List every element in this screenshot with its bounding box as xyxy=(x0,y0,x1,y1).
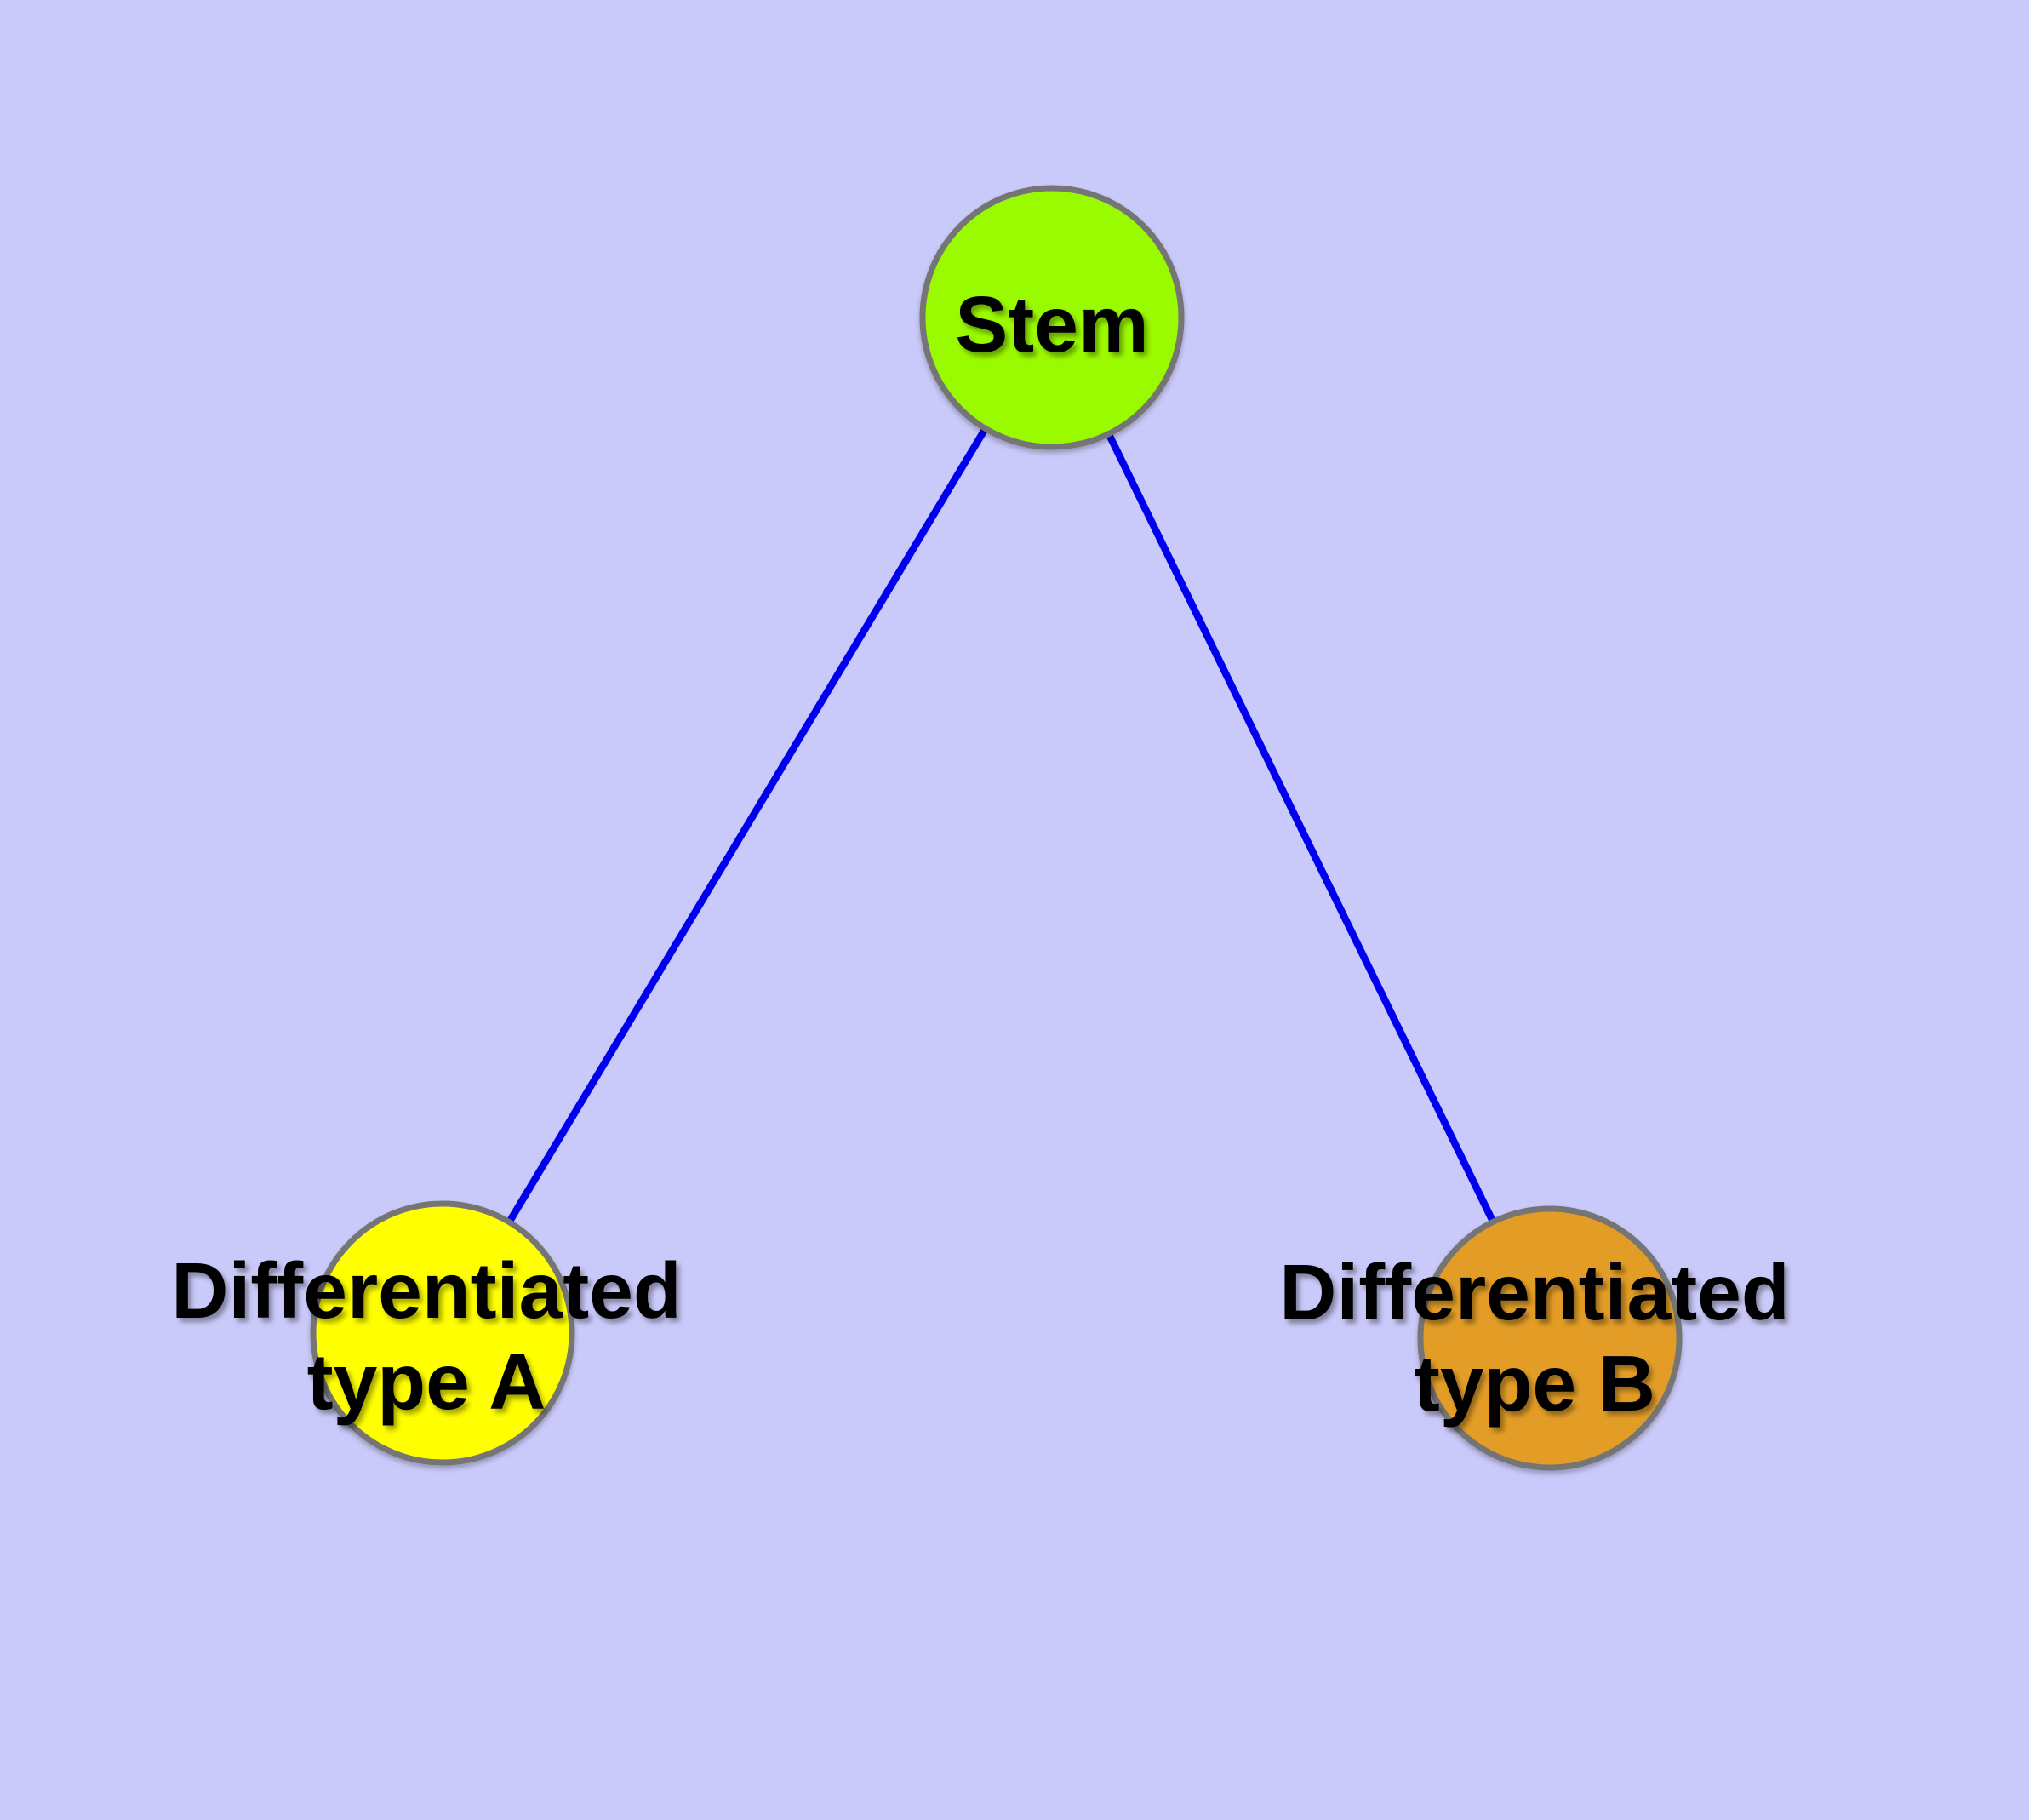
node-type-b-label-line1: Differentiated xyxy=(1279,1248,1789,1336)
node-stem[interactable] xyxy=(919,185,1185,450)
node-type-b-label-line2: type B xyxy=(1414,1339,1655,1428)
node-type-a-label-line1: Differentiated xyxy=(171,1246,681,1335)
edges-layer xyxy=(439,315,1553,1340)
nodes-layer xyxy=(310,185,1683,1471)
edge-stem-to-type-a xyxy=(439,315,1055,1336)
node-differentiated-type-a[interactable] xyxy=(310,1200,575,1466)
node-differentiated-type-b[interactable] xyxy=(1417,1205,1683,1471)
edge-stem-to-type-b xyxy=(1049,316,1553,1340)
node-stem-label: Stem xyxy=(955,280,1148,369)
labels-layer: Stem Differentiated type A Differentiate… xyxy=(171,280,1789,1428)
node-type-a-label-line2: type A xyxy=(307,1337,546,1426)
